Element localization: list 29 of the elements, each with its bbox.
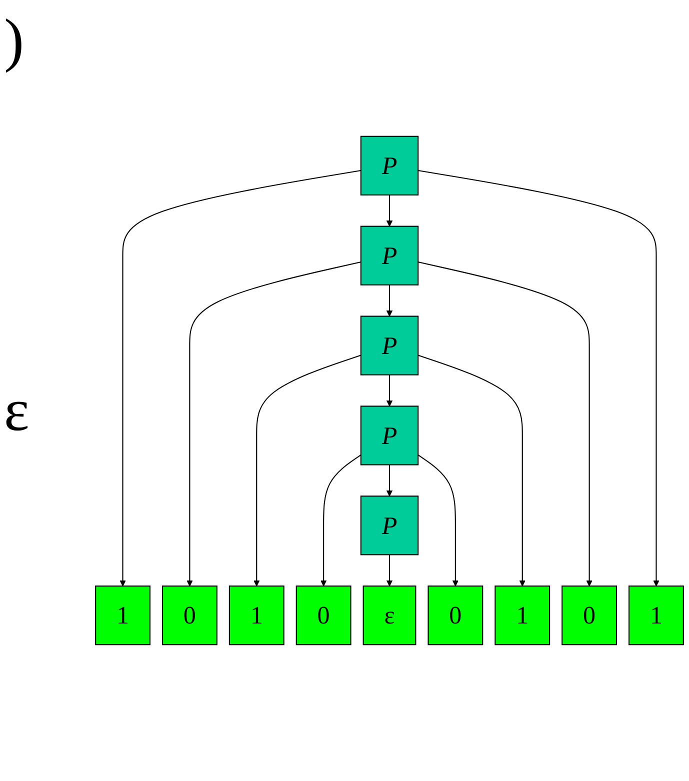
- arrow: [186, 262, 362, 586]
- node-box: 0: [162, 586, 218, 646]
- node-box: P: [360, 226, 419, 286]
- arrow: [254, 354, 362, 586]
- node-box: P: [360, 496, 419, 556]
- arrow: [418, 170, 660, 586]
- arrow: [386, 284, 393, 317]
- arrow: [386, 554, 393, 586]
- node-box: 0: [296, 586, 352, 646]
- node-box: P: [360, 316, 419, 376]
- node-box: 1: [228, 586, 284, 646]
- arrow: [418, 262, 592, 586]
- text-fragment: ε: [4, 380, 30, 440]
- text-fragment: ): [4, 10, 24, 70]
- node-box: 0: [562, 586, 618, 646]
- node-box: 1: [628, 586, 684, 646]
- node-box: ε: [362, 586, 416, 646]
- node-box: P: [360, 406, 419, 466]
- node-box: 1: [95, 586, 150, 646]
- node-box: 1: [494, 586, 550, 646]
- arrow: [418, 354, 526, 586]
- arrow: [320, 454, 362, 586]
- node-box: 0: [428, 586, 484, 646]
- arrow: [386, 194, 393, 227]
- arrow: [418, 454, 458, 586]
- node-box: P: [360, 136, 419, 196]
- arrow: [386, 374, 393, 406]
- arrow: [386, 464, 393, 496]
- arrow: [120, 170, 361, 586]
